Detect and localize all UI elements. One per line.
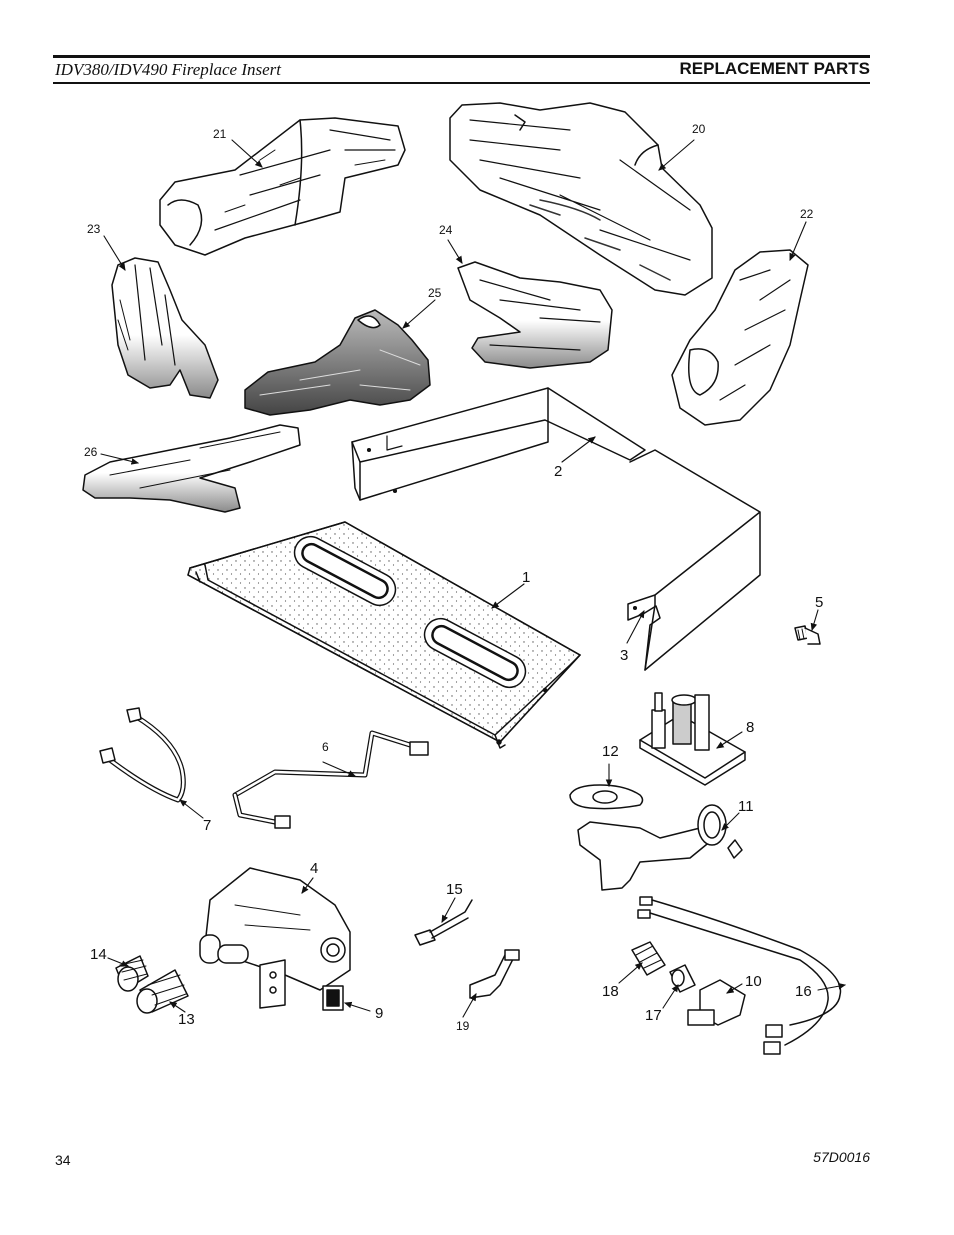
- switch-part-9: [322, 985, 344, 1011]
- callout-6: 6: [322, 740, 329, 754]
- callout-11: 11: [738, 798, 754, 815]
- fitting-part-5: [794, 625, 821, 645]
- callout-4: 4: [310, 860, 318, 877]
- callout-9: 9: [375, 1005, 383, 1022]
- inlet-tube-part-11: [577, 804, 743, 891]
- callout-26: 26: [84, 445, 98, 459]
- page-number: 34: [55, 1152, 71, 1168]
- log-24: [457, 261, 613, 369]
- log-21: [159, 117, 406, 256]
- callout-19: 19: [456, 1019, 470, 1033]
- callout-18: 18: [602, 983, 619, 1000]
- callout-24: 24: [439, 223, 453, 237]
- document-title: IDV380/IDV490 Fireplace Insert: [55, 60, 281, 79]
- callout-13: 13: [178, 1011, 195, 1028]
- fitting-part-17: [669, 964, 696, 993]
- callout-20: 20: [692, 122, 706, 136]
- callout-5: 5: [815, 594, 823, 611]
- header-rule-bottom: [53, 82, 870, 84]
- gas-valve-part-4: [199, 867, 351, 1009]
- bracket-part-19: [469, 949, 520, 999]
- flex-line-part-7: [99, 707, 186, 803]
- igniter-part-15: [414, 899, 473, 946]
- callout-2: 2: [554, 463, 562, 480]
- callout-22: 22: [800, 207, 814, 221]
- callout-7: 7: [203, 817, 211, 834]
- callout-16: 16: [795, 983, 812, 1000]
- gasket-part-12: [569, 784, 644, 810]
- callout-8: 8: [746, 719, 754, 736]
- callout-25: 25: [428, 286, 442, 300]
- callout-21: 21: [213, 127, 227, 141]
- log-25: [244, 309, 431, 416]
- baffle-part-2: [351, 387, 761, 671]
- callout-15: 15: [446, 881, 463, 898]
- knob-part-13: [136, 969, 189, 1014]
- section-title: REPLACEMENT PARTS: [679, 59, 870, 78]
- header-rule-top: [53, 55, 870, 58]
- callout-1: 1: [522, 569, 530, 586]
- callout-3: 3: [620, 647, 628, 664]
- callout-17: 17: [645, 1007, 662, 1024]
- leader-lines: [100, 139, 847, 1018]
- knob-part-14: [115, 955, 149, 992]
- callout-10: 10: [745, 973, 762, 990]
- log-23: [111, 257, 219, 399]
- wire-harness-part-16: [637, 896, 842, 1055]
- burner-plate-part-1: [187, 521, 581, 749]
- callout-numbers: 21 20 22 23 24 25 26 2 1 5 3 8 6 12 11 7…: [84, 122, 823, 1033]
- gas-tube-part-6: [232, 730, 429, 829]
- callout-14: 14: [90, 946, 107, 963]
- callout-23: 23: [87, 222, 101, 236]
- callout-12: 12: [602, 743, 619, 760]
- fitting-part-18: [631, 941, 666, 976]
- pilot-assembly-part-8: [639, 692, 746, 786]
- log-26: [82, 424, 301, 513]
- log-20: [449, 102, 713, 296]
- document-code: 57D0016: [813, 1149, 870, 1165]
